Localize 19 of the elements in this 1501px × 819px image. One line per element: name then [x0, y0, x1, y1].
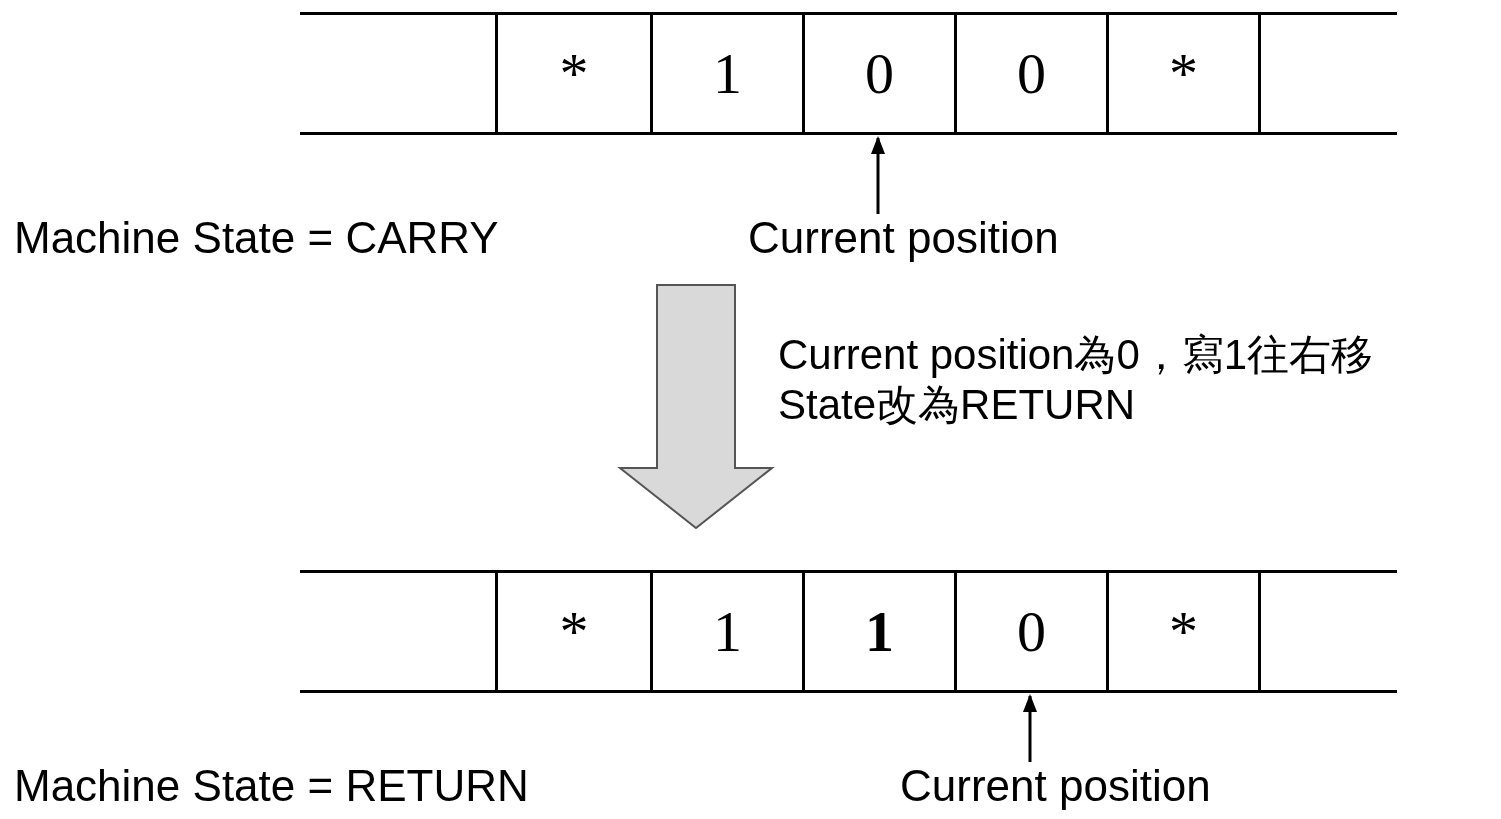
tape-cell: 0 [954, 15, 1106, 132]
arrow [871, 136, 885, 214]
tape-cell: 1 [650, 573, 802, 690]
tape-cell: 0 [954, 573, 1106, 690]
block-arrow [617, 284, 775, 530]
tape-cell: * [498, 573, 650, 690]
state-label: Machine State = RETURN [14, 760, 529, 812]
tape-cell: 0 [802, 15, 954, 132]
state-label: Machine State = CARRY [14, 212, 499, 264]
tape [300, 570, 1397, 693]
arrow [1023, 694, 1037, 762]
tape-cell: * [498, 15, 650, 132]
tape-cell: * [1106, 15, 1258, 132]
tape-cell: 1 [802, 573, 954, 690]
tape-cell: * [1106, 573, 1258, 690]
pointer-label: Current position [900, 760, 1211, 813]
tape [300, 12, 1397, 135]
pointer-label: Current position [748, 212, 1059, 265]
tape-cell: 1 [650, 15, 802, 132]
